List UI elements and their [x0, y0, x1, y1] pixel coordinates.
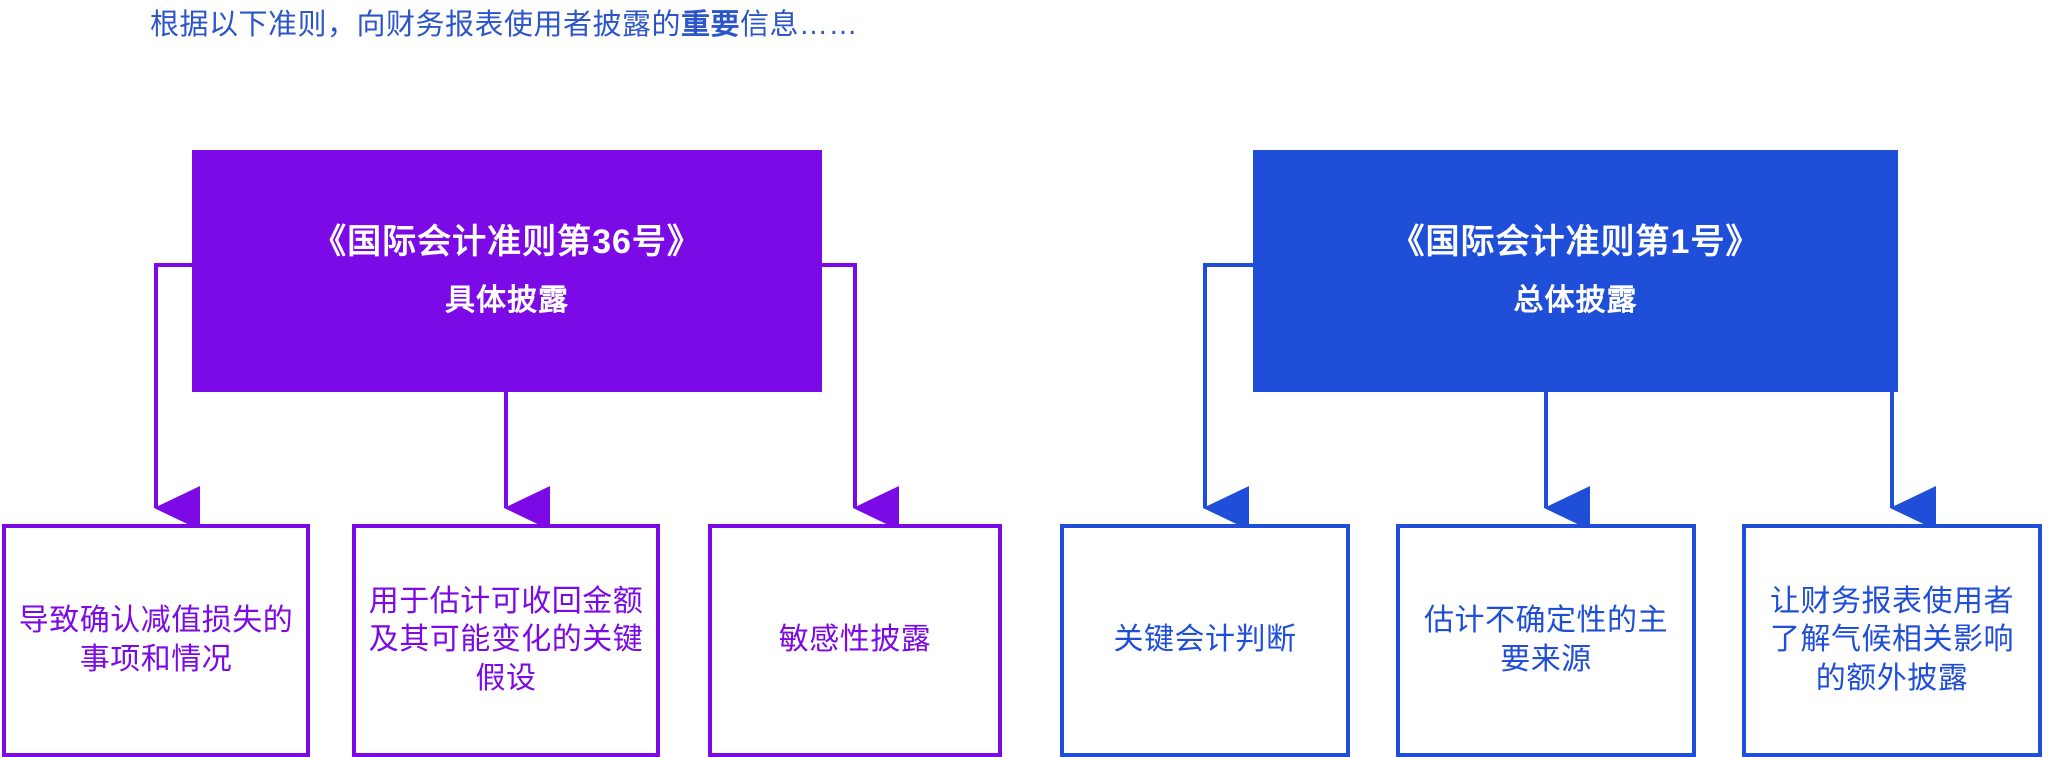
- connector-ias36-leaf-2: [822, 263, 899, 530]
- leaf-node-estimation-uncertainty[interactable]: 估计不确定性的主要来源: [1396, 524, 1696, 757]
- leaf-node-label: 敏感性披露: [778, 623, 932, 657]
- leaf-node-key-judgements[interactable]: 关键会计判断: [1060, 524, 1350, 757]
- node-ias1[interactable]: 《国际会计准则第1号》 总体披露: [1253, 150, 1898, 392]
- leaf-node-label: 导致确认减值损失的事项和情况: [18, 604, 294, 676]
- leaf-node-impairment-events[interactable]: 导致确认减值损失的事项和情况: [2, 524, 310, 757]
- leaf-node-label: 关键会计判断: [1113, 623, 1297, 657]
- leaf-node-label: 估计不确定性的主要来源: [1424, 604, 1668, 676]
- node-ias1-subtitle: 总体披露: [1513, 284, 1638, 318]
- leaf-node-climate-additional-disclosure[interactable]: 让财务报表使用者了解气候相关影响的额外披露: [1742, 524, 2042, 757]
- node-ias36-title: 《国际会计准则第36号》: [312, 223, 702, 262]
- leaf-node-label: 让财务报表使用者了解气候相关影响的额外披露: [1770, 584, 2014, 695]
- page-title-prefix: 根据以下准则，向财务报表使用者披露的: [150, 9, 682, 41]
- leaf-node-sensitivity-disclosure[interactable]: 敏感性披露: [708, 524, 1002, 757]
- connector-ias36-leaf-0: [154, 263, 200, 530]
- connector-ias1-leaf-3: [1203, 263, 1253, 530]
- page-title-suffix: 信息……: [740, 9, 859, 41]
- node-ias36[interactable]: 《国际会计准则第36号》 具体披露: [192, 150, 822, 392]
- page-title-emphasis: 重要: [681, 9, 741, 41]
- node-ias1-title: 《国际会计准则第1号》: [1390, 223, 1761, 262]
- leaf-node-label: 用于估计可收回金额及其可能变化的关键假设: [368, 584, 644, 695]
- page-title: 根据以下准则，向财务报表使用者披露的重要信息……: [150, 5, 858, 45]
- node-ias36-subtitle: 具体披露: [445, 284, 569, 318]
- leaf-node-key-assumptions[interactable]: 用于估计可收回金额及其可能变化的关键假设: [352, 524, 660, 757]
